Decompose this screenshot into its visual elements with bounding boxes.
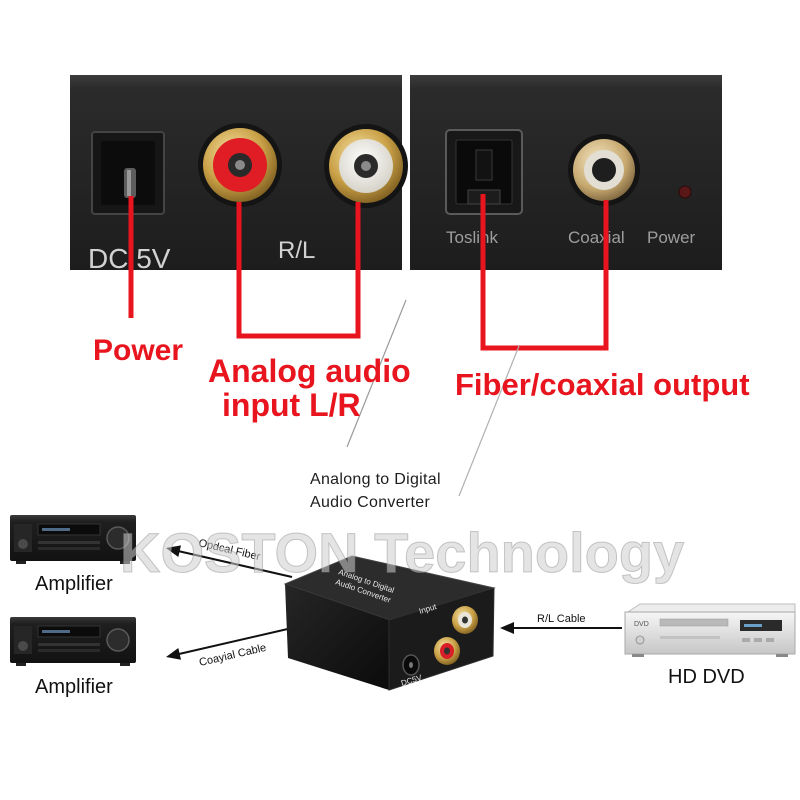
- analog-callout-line2: input L/R: [222, 387, 361, 423]
- optical-fiber-arrow: [166, 545, 293, 578]
- coaxial-cable-arrow: [166, 627, 293, 660]
- toslink-label: Toslink: [446, 228, 498, 247]
- output-panel: Toslink Coaxial Power: [410, 75, 722, 270]
- coaxial-jack: [568, 134, 640, 206]
- analog-callout-line1: Analog audio: [208, 353, 411, 389]
- analog-pointer-line: [236, 202, 361, 339]
- output-pointer-line: [480, 194, 609, 351]
- converter-rca-jack-white: [452, 606, 478, 634]
- watermark: KOSTON Technology: [120, 521, 684, 584]
- arrow-left-icon: [166, 545, 181, 557]
- power-led-icon: [678, 185, 692, 199]
- rl-cable-label: R/L Cable: [537, 613, 586, 625]
- converter-caption-line1: Analong to Digital: [310, 471, 441, 488]
- arrow-left-icon: [500, 622, 514, 634]
- input-panel: DC 5V R/L: [70, 75, 408, 274]
- guide-line: [346, 299, 407, 448]
- power-callout: Power: [93, 334, 183, 367]
- output-callout: Fiber/coaxial output: [455, 367, 750, 402]
- converter-dc-jack: [402, 654, 420, 676]
- toslink-port: [445, 129, 523, 215]
- rca-jack-white: [324, 124, 408, 208]
- arrow-left-icon: [166, 648, 181, 660]
- rl-cable-arrow: [500, 622, 622, 634]
- coaxial-cable-label: Coayial Cable: [198, 642, 267, 669]
- converter-box: Analog to Digital Audio Converter Input …: [283, 555, 496, 691]
- power-label: Power: [647, 228, 696, 247]
- amplifier-top-label: Amplifier: [35, 573, 113, 595]
- rca-jack-red: [198, 123, 282, 207]
- amplifier-bottom-label: Amplifier: [35, 676, 113, 698]
- converter-caption-line2: Audio Converter: [310, 494, 430, 511]
- dvd-player-label: HD DVD: [668, 666, 745, 688]
- amplifier-top-device: [10, 515, 136, 564]
- rl-label: R/L: [278, 237, 315, 264]
- dvd-player-device: DVD: [624, 603, 796, 657]
- callout-lines: [128, 194, 609, 351]
- guide-line: [458, 345, 520, 497]
- amplifier-bottom-device: [10, 617, 136, 666]
- dc-power-jack: [91, 131, 165, 215]
- converter-rca-jack-red: [434, 637, 460, 665]
- dvd-logo: DVD: [634, 621, 649, 628]
- coaxial-label: Coaxial: [568, 228, 625, 247]
